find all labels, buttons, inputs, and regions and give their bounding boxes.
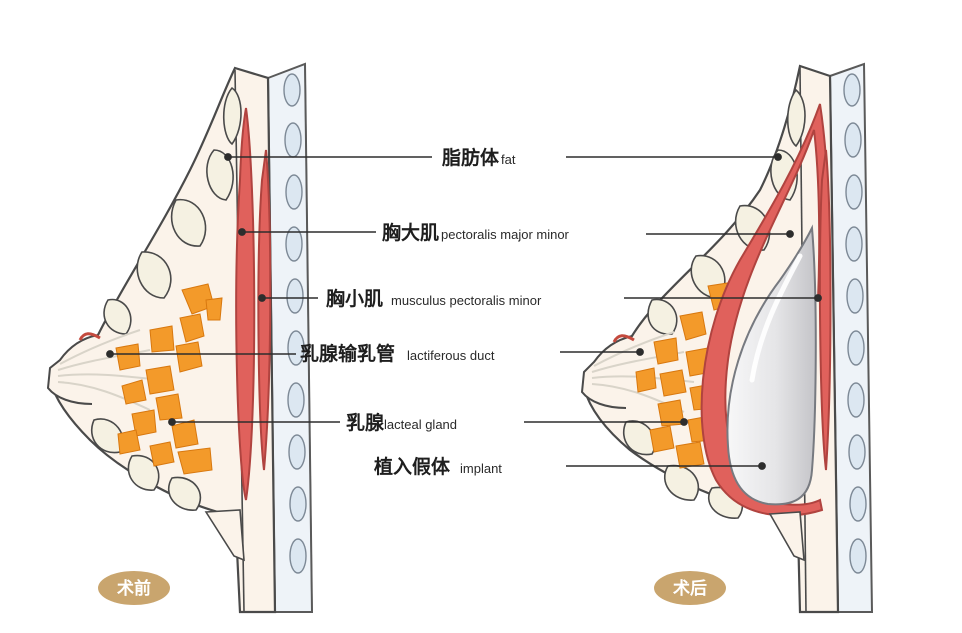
rib-sections-right: [843, 73, 867, 574]
chest-wall-left: [266, 62, 314, 613]
pectoralis-major-left: [235, 107, 256, 501]
label-lacteal-gland: 乳腺lacteal gland: [346, 411, 457, 434]
label-pectoralis-minor-en: musculus pectoralis minor: [391, 293, 542, 308]
rib-sections-left: [283, 73, 307, 574]
label-pectoralis-major-en: pectoralis major minor: [441, 227, 570, 242]
label-fat-en: fat: [501, 152, 516, 167]
label-pectoralis-major-cn: 胸大肌: [382, 221, 439, 244]
label-duct-cn: 乳腺输乳管: [300, 342, 395, 365]
before-illustration: [46, 62, 314, 614]
badge-before-text: 术前: [117, 578, 151, 599]
nipple-right: [580, 335, 633, 409]
after-illustration: [580, 62, 874, 614]
badge-before: 术前: [98, 571, 170, 605]
gland-lobules-left: [115, 283, 223, 475]
leader-lines: [106, 153, 822, 470]
label-gland-cn: 乳腺: [346, 411, 385, 434]
label-gland-en: lacteal gland: [384, 417, 457, 432]
label-implant-en: implant: [460, 461, 502, 476]
badge-after: 术后: [654, 571, 726, 605]
label-fat-cn: 脂肪体: [442, 146, 500, 169]
label-duct-en: lactiferous duct: [407, 348, 495, 363]
label-implant: 植入假体 implant: [374, 455, 502, 478]
label-lactiferous-duct: 乳腺输乳管 lactiferous duct: [300, 342, 495, 365]
pectoralis-minor-left: [257, 149, 272, 471]
breast-implant: [726, 224, 817, 506]
nipple-left: [46, 334, 99, 405]
label-implant-cn: 植入假体: [374, 455, 451, 478]
chest-wall-right: [828, 62, 874, 613]
badge-after-text: 术后: [673, 578, 707, 599]
label-pectoralis-minor-cn: 胸小肌: [326, 287, 383, 310]
pectoralis-minor-right: [818, 149, 832, 471]
label-pectoralis-minor: 胸小肌 musculus pectoralis minor: [326, 287, 542, 310]
svg-text:乳腺lacteal gland: 乳腺lacteal gland: [346, 411, 457, 434]
fat-lobes-left: [91, 86, 242, 511]
